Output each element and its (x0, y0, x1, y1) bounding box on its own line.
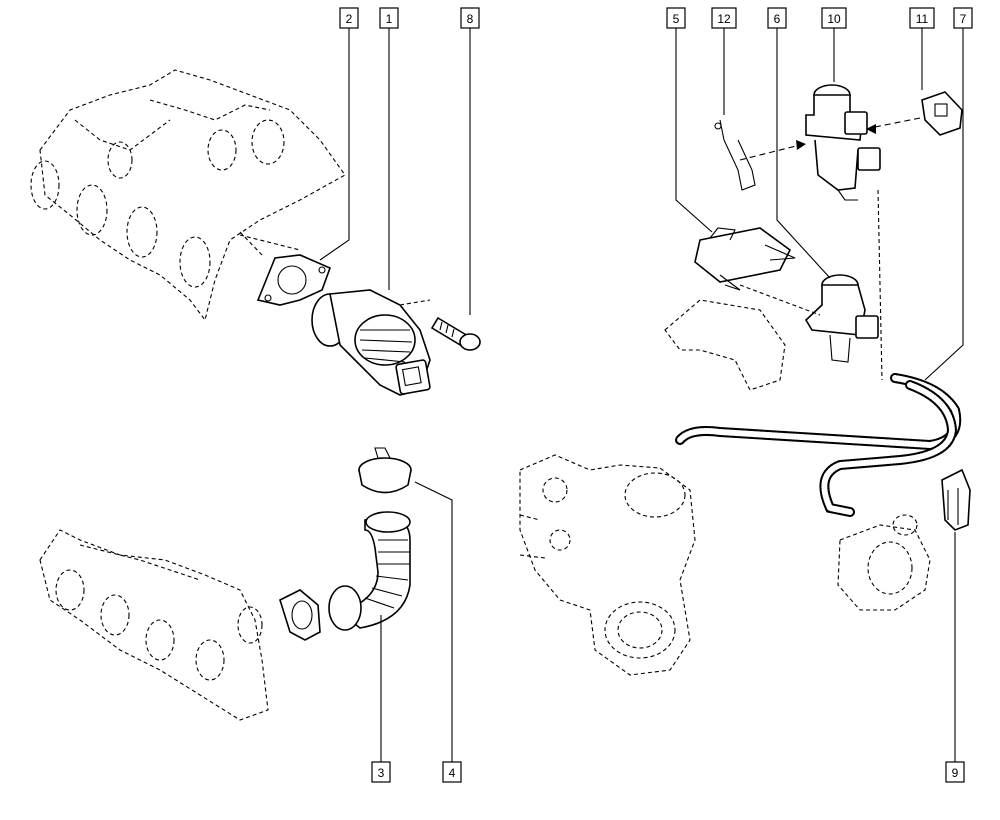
svg-text:10: 10 (827, 12, 841, 26)
leader-6 (776, 28, 831, 279)
valve-part-6 (804, 274, 879, 363)
hose-part-7 (675, 373, 962, 517)
svg-text:2: 2 (346, 12, 353, 26)
connector-part-11 (921, 91, 963, 136)
bracket-ghost (664, 299, 786, 391)
holder-part-5 (694, 227, 796, 291)
svg-text:4: 4 (449, 766, 456, 780)
callout-12: 12 (711, 7, 737, 29)
vacuum-pump-ghost (837, 514, 931, 611)
callout-11: 11 (909, 7, 935, 29)
svg-text:7: 7 (960, 12, 967, 26)
bracket-part-12 (714, 119, 756, 191)
clip-part-9 (941, 468, 971, 531)
svg-text:3: 3 (378, 766, 385, 780)
callout-10: 10 (821, 7, 847, 29)
egr-valve-part-1 (311, 289, 431, 396)
callout-6: 6 (767, 7, 787, 29)
leader-2 (319, 28, 350, 261)
callout-4: 4 (442, 761, 462, 783)
svg-text:1: 1 (386, 12, 393, 26)
small-clamp (279, 589, 321, 641)
svg-text:11: 11 (916, 12, 929, 26)
leader-7 (924, 28, 964, 381)
callout-5: 5 (666, 7, 686, 29)
leader-4 (414, 481, 453, 762)
exhaust-manifold-ghost (39, 529, 269, 721)
svg-text:6: 6 (774, 12, 781, 26)
callout-1: 1 (379, 7, 399, 29)
svg-text:8: 8 (467, 12, 474, 26)
callout-3: 3 (371, 761, 391, 783)
turbocharger-ghost (519, 454, 696, 676)
leader-5 (675, 28, 713, 233)
intake-manifold-ghost (30, 69, 346, 322)
callout-2: 2 (339, 7, 359, 29)
gasket-part-2 (256, 254, 332, 306)
svg-text:9: 9 (952, 766, 959, 780)
clamp-part-4 (358, 447, 412, 494)
svg-text:5: 5 (673, 12, 680, 26)
callout-9: 9 (945, 761, 965, 783)
pipe-part-3 (328, 511, 411, 631)
svg-text:12: 12 (717, 12, 731, 26)
bolt-part-8 (430, 316, 481, 351)
callout-8: 8 (460, 7, 480, 29)
solenoid-valve-part-10 (805, 84, 881, 201)
callout-7: 7 (953, 7, 973, 29)
